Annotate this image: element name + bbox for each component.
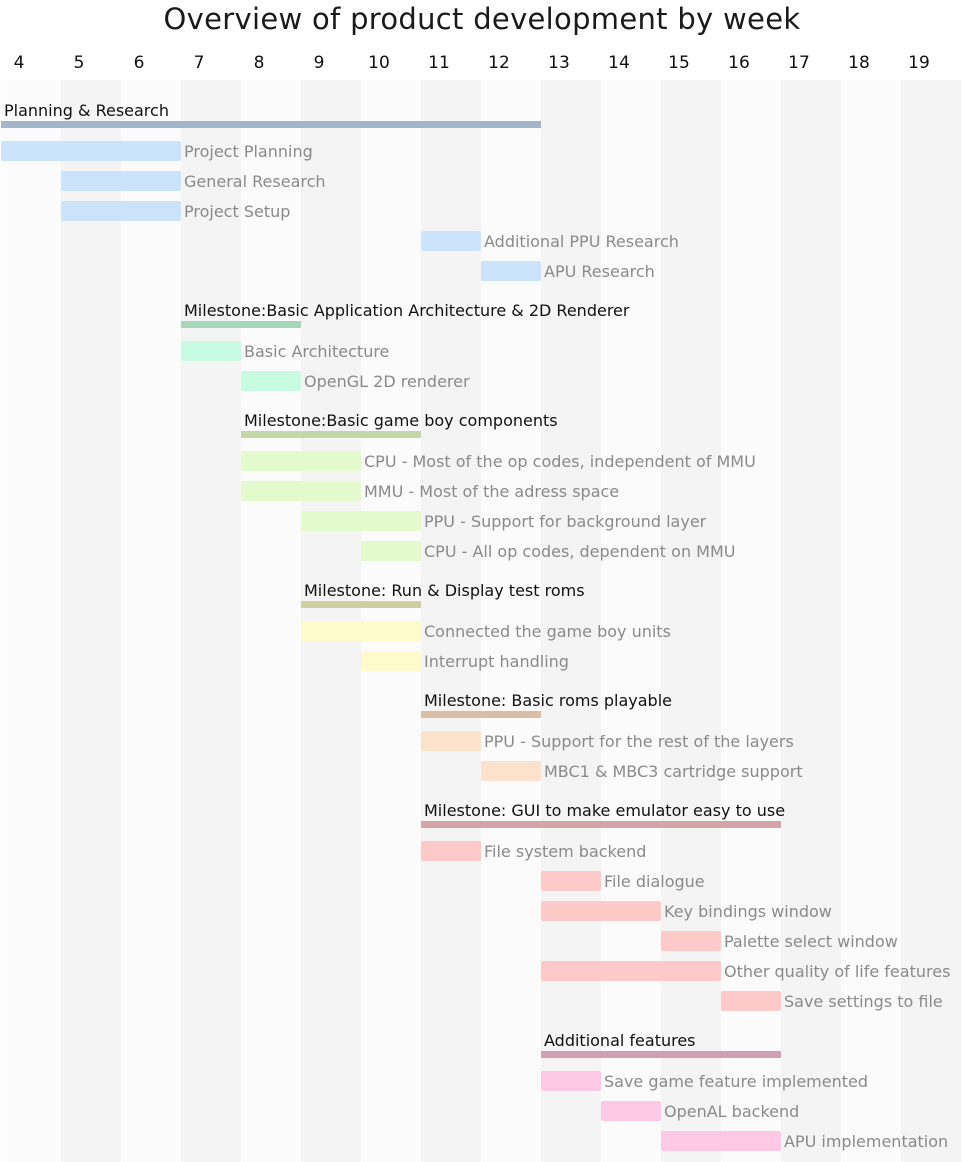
task-label: APU implementation <box>784 1132 948 1151</box>
task-bar <box>421 731 481 751</box>
group-label: Milestone:Basic game boy components <box>244 411 558 430</box>
week-band <box>481 80 541 1162</box>
task-bar <box>361 651 421 671</box>
group-label: Planning & Research <box>4 101 169 120</box>
task-bar <box>241 451 361 471</box>
group-bar <box>1 121 541 128</box>
task-bar <box>661 1131 781 1151</box>
x-tick-label: 18 <box>848 53 870 73</box>
task-bar <box>301 511 421 531</box>
task-bar <box>361 541 421 561</box>
task-label: Project Setup <box>184 202 290 221</box>
week-band <box>661 80 721 1162</box>
week-band <box>781 80 841 1162</box>
chart-title: Overview of product development by week <box>163 2 801 36</box>
task-label: General Research <box>184 172 326 191</box>
group-label: Milestone: GUI to make emulator easy to … <box>424 801 785 820</box>
task-bar <box>661 931 721 951</box>
week-band <box>61 80 121 1162</box>
task-label: Interrupt handling <box>424 652 569 671</box>
task-label: PPU - Support for background layer <box>424 512 707 531</box>
task-bar <box>601 1101 661 1121</box>
x-tick-label: 6 <box>134 53 145 73</box>
task-label: Key bindings window <box>664 902 832 921</box>
task-label: OpenGL 2D renderer <box>304 372 470 391</box>
task-label: APU Research <box>544 262 655 281</box>
x-tick-label: 17 <box>788 53 810 73</box>
task-bar <box>721 991 781 1011</box>
task-bar <box>241 481 361 501</box>
group-bar <box>541 1051 781 1058</box>
week-band <box>841 80 901 1162</box>
task-label: Additional PPU Research <box>484 232 679 251</box>
task-label: CPU - All op codes, dependent on MMU <box>424 542 736 561</box>
x-tick-label: 11 <box>428 53 450 73</box>
week-band <box>1 80 61 1162</box>
task-label: Save game feature implemented <box>604 1072 868 1091</box>
task-bar <box>481 261 541 281</box>
task-bar <box>541 961 721 981</box>
week-band <box>121 80 181 1162</box>
task-bar <box>541 901 661 921</box>
task-bar <box>61 171 181 191</box>
task-label: Other quality of life features <box>724 962 950 981</box>
task-label: MBC1 & MBC3 cartridge support <box>544 762 803 781</box>
group-label: Milestone: Basic roms playable <box>424 691 672 710</box>
x-tick-label: 5 <box>74 53 85 73</box>
task-bar <box>421 841 481 861</box>
x-tick-label: 10 <box>368 53 390 73</box>
x-tick-label: 15 <box>668 53 690 73</box>
week-band <box>421 80 481 1162</box>
task-bar <box>1 141 181 161</box>
x-tick-label: 16 <box>728 53 750 73</box>
task-label: Connected the game boy units <box>424 622 671 641</box>
x-tick-label: 14 <box>608 53 630 73</box>
task-label: File system backend <box>484 842 646 861</box>
task-label: Save settings to file <box>784 992 943 1011</box>
task-label: OpenAL backend <box>664 1102 799 1121</box>
task-label: CPU - Most of the op codes, independent … <box>364 452 756 471</box>
task-bar <box>541 1071 601 1091</box>
group-label: Milestone: Run & Display test roms <box>304 581 585 600</box>
group-bar <box>181 321 301 328</box>
group-bar <box>421 711 541 718</box>
x-tick-label: 4 <box>14 53 25 73</box>
task-bar <box>301 621 421 641</box>
x-tick-label: 19 <box>908 53 930 73</box>
group-label: Milestone:Basic Application Architecture… <box>184 301 630 320</box>
task-bar <box>61 201 181 221</box>
group-bar <box>241 431 421 438</box>
week-band <box>541 80 601 1162</box>
task-label: Palette select window <box>724 932 898 951</box>
week-band <box>721 80 781 1162</box>
task-bar <box>181 341 241 361</box>
task-label: MMU - Most of the adress space <box>364 482 619 501</box>
week-band <box>241 80 301 1162</box>
task-label: Project Planning <box>184 142 313 161</box>
group-label: Additional features <box>544 1031 696 1050</box>
task-label: File dialogue <box>604 872 705 891</box>
x-tick-label: 7 <box>194 53 205 73</box>
x-tick-label: 9 <box>314 53 325 73</box>
week-band <box>901 80 961 1162</box>
group-bar <box>421 821 781 828</box>
task-label: PPU - Support for the rest of the layers <box>484 732 794 751</box>
x-tick-label: 13 <box>548 53 570 73</box>
week-band <box>181 80 241 1162</box>
group-bar <box>301 601 421 608</box>
x-tick-label: 12 <box>488 53 510 73</box>
task-label: Basic Architecture <box>244 342 389 361</box>
task-bar <box>241 371 301 391</box>
x-tick-label: 8 <box>254 53 265 73</box>
task-bar <box>481 761 541 781</box>
task-bar <box>421 231 481 251</box>
week-band <box>601 80 661 1162</box>
task-bar <box>541 871 601 891</box>
